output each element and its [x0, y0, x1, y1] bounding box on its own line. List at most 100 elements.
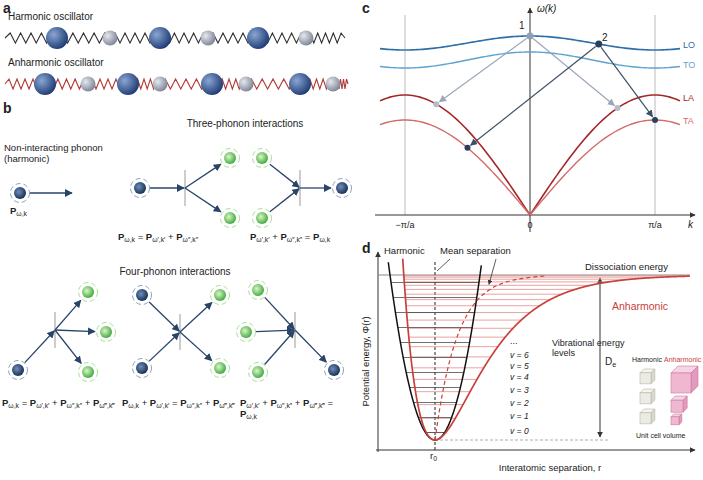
momentum-arrow — [55, 330, 95, 332]
equation-text — [278, 231, 281, 242]
equation-text — [202, 397, 205, 408]
vector-symbol: P — [93, 397, 99, 408]
heavy-atom — [201, 73, 223, 95]
equation-text — [268, 397, 271, 408]
panel-letter: d — [362, 240, 371, 256]
dissociation-line — [378, 275, 690, 276]
equation-text — [300, 397, 303, 408]
panel-letter: c — [362, 0, 370, 16]
unit-cell-side — [651, 409, 655, 424]
case-title: Non-interacting phonon (harmonic) — [4, 143, 116, 165]
momentum-arrow — [256, 330, 294, 332]
main-text: r — [430, 450, 433, 461]
harmonic-potential — [388, 262, 481, 440]
scattering-arrow — [471, 47, 596, 146]
equation-text — [58, 397, 61, 408]
level-label: v = 4 — [510, 373, 529, 383]
momentum-arrow — [265, 331, 295, 365]
equation-text — [19, 397, 22, 408]
curve-label: Harmonic — [384, 246, 425, 257]
light-atom — [201, 31, 216, 46]
momentum-arrow — [149, 302, 179, 331]
energy-axis — [378, 252, 379, 452]
equation-text: = — [138, 231, 144, 242]
anharmonic-level — [404, 277, 662, 278]
phonon-dark — [328, 364, 340, 376]
branch-label: LO — [683, 40, 695, 50]
annotation: Mean separation — [440, 246, 511, 257]
panel-letter: b — [3, 100, 12, 116]
subscript: ω′,k′ — [256, 236, 269, 243]
vector-symbol: P — [118, 231, 124, 242]
axis-title: Potential energy, Φ(r) — [361, 281, 372, 441]
equation-text — [90, 397, 93, 408]
heavy-atom — [149, 27, 171, 49]
equilibrium-label: r0 — [430, 451, 437, 462]
phonon-dark — [336, 182, 348, 194]
level-label: v = 5 — [510, 362, 529, 372]
frequency-axis — [530, 8, 531, 232]
unit-cell-front — [640, 413, 651, 424]
equation-text — [143, 231, 146, 242]
phonon-green — [256, 212, 268, 224]
equation-text: + — [168, 231, 174, 242]
phonon-halo — [133, 286, 152, 305]
anharmonic-level — [404, 279, 631, 280]
subscript: ω,k — [8, 402, 19, 409]
equation-text — [310, 231, 313, 242]
phonon-green — [224, 152, 236, 164]
phonon-halo — [221, 149, 240, 168]
momentum-equation: Pω,k + Pω′,k′ = Pω″,k″ + Pω‴,k‴ — [122, 398, 238, 409]
momentum-arrow — [150, 187, 184, 188]
vector-symbol: P — [2, 397, 8, 408]
phonon-halo — [211, 286, 230, 305]
phonon-green — [240, 326, 252, 338]
vector-symbol: P — [150, 397, 156, 408]
subscript: ω‴,k‴ — [99, 402, 114, 409]
equation-text: = — [305, 231, 311, 242]
depth-arrow — [600, 278, 601, 437]
unit-cell-side — [683, 396, 687, 412]
annotation: Vibrational energy levels — [552, 338, 632, 359]
equation-text — [169, 397, 172, 408]
equation-text: + — [262, 397, 268, 408]
phonon-green — [252, 284, 264, 296]
axis-title: ω(k) — [537, 3, 556, 15]
vector-symbol: P — [313, 231, 319, 242]
momentum-equation: Pω′,k′ + Pω″,k″ = Pω,k — [250, 232, 360, 243]
equation-text — [27, 397, 30, 408]
phonon-halo — [221, 209, 240, 228]
subscript: ω,k — [124, 236, 135, 243]
dispersion-branch — [380, 120, 680, 215]
dispersion-branch — [380, 95, 680, 215]
tick-label: π/a — [638, 220, 672, 230]
heavy-atom — [117, 73, 139, 95]
subscript: ω′,k′ — [36, 402, 49, 409]
phonon-green — [252, 366, 264, 378]
separation-axis — [376, 450, 695, 451]
vector-symbol: P — [240, 408, 246, 419]
zone-boundary-line — [405, 15, 406, 215]
level-ellipsis: ... — [510, 336, 518, 346]
unit-cell-side — [651, 389, 655, 404]
heavy-atom — [46, 27, 68, 49]
vector-symbol: P — [303, 397, 309, 408]
inset-label: Anharmonic — [664, 356, 701, 364]
equation-text: + — [52, 397, 58, 408]
final-state-dot — [652, 117, 658, 123]
illustration — [5, 27, 698, 440]
vector-symbol: P — [280, 231, 286, 242]
unit-cell-front — [640, 393, 651, 404]
depth-label: De — [605, 356, 616, 368]
subscript: ω′,k′ — [156, 402, 169, 409]
equation-text — [292, 397, 295, 408]
level-label: v = 3 — [510, 386, 529, 396]
anharmonic-level — [404, 285, 590, 286]
harmonic-level — [425, 432, 444, 433]
phonon-halo — [11, 184, 30, 203]
phonon-halo — [237, 323, 256, 342]
vector-symbol: P — [250, 231, 256, 242]
tick-label: 0 — [520, 220, 540, 230]
